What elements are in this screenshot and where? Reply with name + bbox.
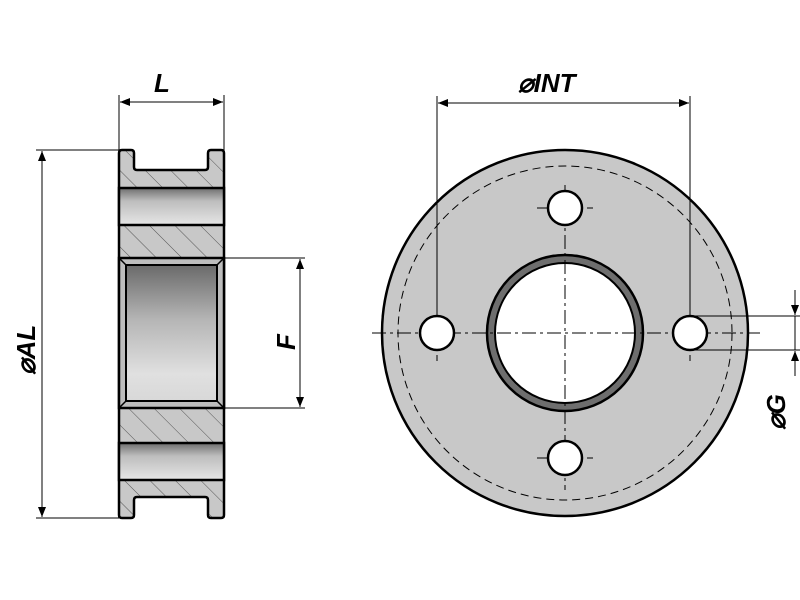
label-INT: ⌀INT: [518, 68, 578, 98]
dimension-INT: [436, 96, 691, 316]
dimension-G: [690, 290, 800, 376]
bolt-hole-right: [671, 314, 709, 352]
label-AL: ⌀AL: [11, 325, 41, 375]
bolt-hole-left: [418, 314, 456, 352]
side-bore-inner: [125, 264, 218, 402]
dimension-L: [118, 95, 225, 150]
side-hole-top: [117, 186, 226, 227]
bolt-hole-top: [546, 189, 584, 227]
side-view: [117, 148, 226, 520]
label-G: ⌀G: [761, 394, 791, 430]
side-hole-bottom: [117, 441, 226, 482]
bolt-hole-bottom: [546, 439, 584, 477]
dimension-F: [224, 257, 305, 409]
label-L: L: [154, 68, 170, 98]
front-view: [372, 148, 760, 518]
dimension-AL: [36, 149, 119, 519]
label-F: F: [271, 333, 301, 350]
